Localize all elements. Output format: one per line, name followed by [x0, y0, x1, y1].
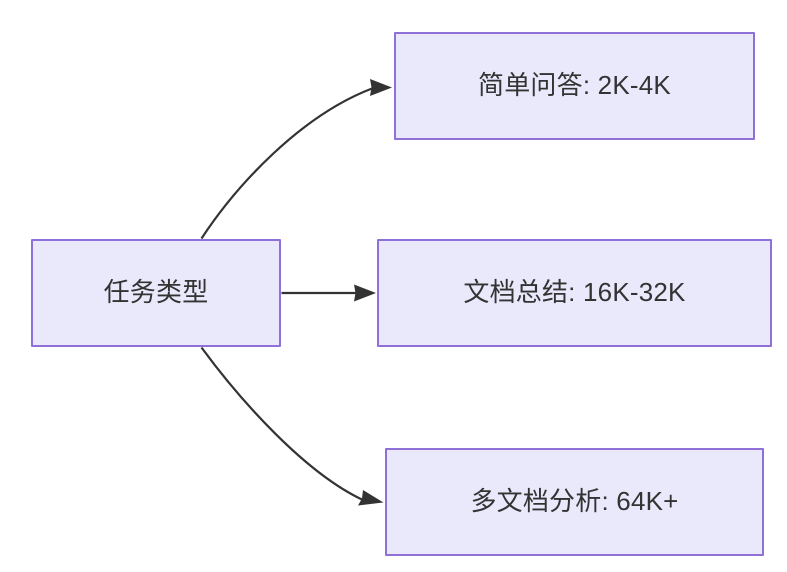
node-task-type-label: 任务类型: [103, 277, 209, 308]
node-simple-qa[interactable]: 简单问答: 2K-4K: [394, 32, 755, 140]
node-multi-doc[interactable]: 多文档分析: 64K+: [385, 448, 764, 556]
edge-source-to-simple-qa-arrowhead: [370, 79, 392, 96]
edge-source-to-multi-doc: [200, 346, 384, 506]
node-doc-summary-label: 文档总结: 16K-32K: [463, 277, 686, 308]
node-multi-doc-label: 多文档分析: 64K+: [470, 486, 679, 517]
node-simple-qa-label: 简单问答: 2K-4K: [478, 70, 671, 101]
edge-source-to-simple-qa-path: [200, 87, 373, 240]
edge-source-to-multi-doc-path: [200, 346, 364, 501]
edge-source-to-simple-qa: [200, 79, 392, 240]
node-doc-summary[interactable]: 文档总结: 16K-32K: [377, 239, 772, 347]
edge-source-to-multi-doc-arrowhead: [358, 490, 384, 506]
edge-source-to-doc-summary: [281, 284, 376, 302]
node-task-type[interactable]: 任务类型: [31, 239, 281, 347]
edge-source-to-doc-summary-arrowhead: [354, 284, 376, 302]
